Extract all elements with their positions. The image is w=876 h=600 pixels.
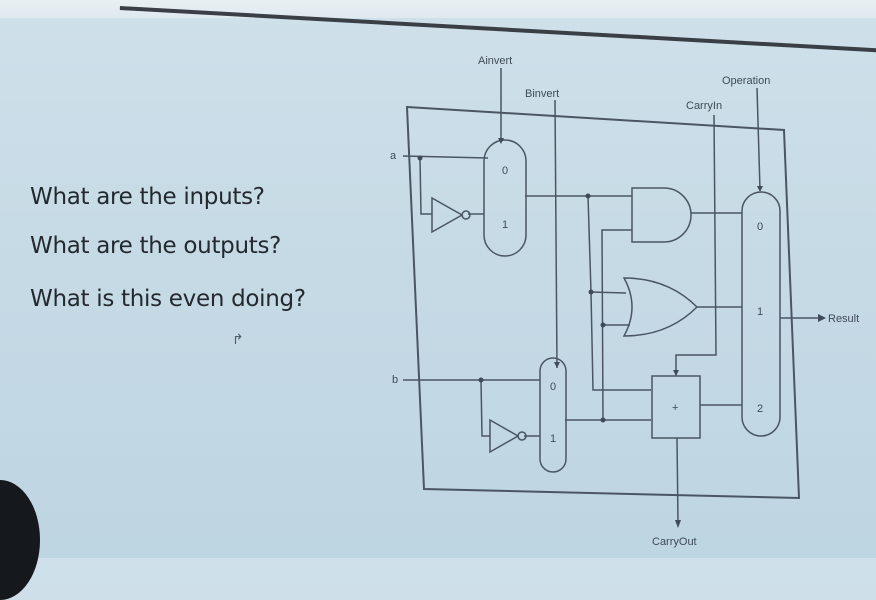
alu-boundary [405, 105, 801, 500]
label-carryout: CarryOut [652, 536, 697, 548]
mux-b [539, 357, 567, 473]
or-gate [622, 277, 699, 337]
inverter-b [489, 418, 520, 454]
carryout-arrow [675, 520, 681, 528]
label-binvert: Binvert [525, 88, 559, 100]
question-purpose: What is this even doing? [30, 286, 306, 312]
result-arrow [818, 314, 826, 322]
question-outputs: What are the outputs? [30, 233, 282, 259]
mux-a [483, 139, 527, 257]
binvert-arrow [554, 362, 560, 368]
mux-a-input-0: 0 [502, 165, 508, 177]
label-b: b [392, 374, 398, 386]
carryin-arrow [673, 370, 679, 376]
carryout-wire [676, 437, 679, 523]
mux-operation [741, 191, 781, 437]
operation-arrow [757, 186, 763, 192]
a-to-or [587, 195, 627, 294]
binvert-line [554, 99, 558, 369]
label-a: a [390, 150, 397, 162]
question-inputs: What are the inputs? [30, 184, 265, 210]
junction-b [478, 377, 484, 383]
adder-plus: + [672, 402, 678, 414]
alu-diagram: Ainvert Binvert CarryIn Operation a b Re… [390, 55, 859, 548]
label-ainvert: Ainvert [478, 55, 512, 67]
mouse-pointer-icon: ↱ [232, 331, 244, 347]
junction-a [417, 155, 423, 161]
mux-b-input-1: 1 [550, 433, 556, 445]
inverter-a-bubble [461, 210, 471, 220]
a-to-adder [590, 291, 651, 391]
ainvert-arrow [498, 138, 504, 144]
junction-b-or [600, 322, 606, 328]
inverter-a [431, 196, 464, 234]
junction-a-or [588, 289, 594, 295]
mux-op-input-0: 0 [757, 221, 763, 233]
mux-op-input-2: 2 [757, 403, 763, 415]
mux-op-input-1: 1 [757, 306, 763, 318]
junction-mux-a [585, 193, 591, 199]
a-input-wire [402, 155, 489, 159]
label-result: Result [828, 313, 859, 325]
and-gate [631, 187, 692, 243]
a-inverter-branch [419, 157, 432, 215]
b-inverter-branch [480, 379, 490, 437]
mux-a-input-1: 1 [502, 219, 508, 231]
label-operation: Operation [722, 75, 770, 87]
operation-line [756, 87, 761, 191]
inverter-b-bubble [517, 431, 527, 441]
b-to-and [601, 229, 632, 421]
junction-b-and [600, 417, 606, 423]
label-carryin: CarryIn [686, 100, 722, 112]
mux-b-input-0: 0 [550, 381, 556, 393]
carryin-line [675, 114, 717, 376]
